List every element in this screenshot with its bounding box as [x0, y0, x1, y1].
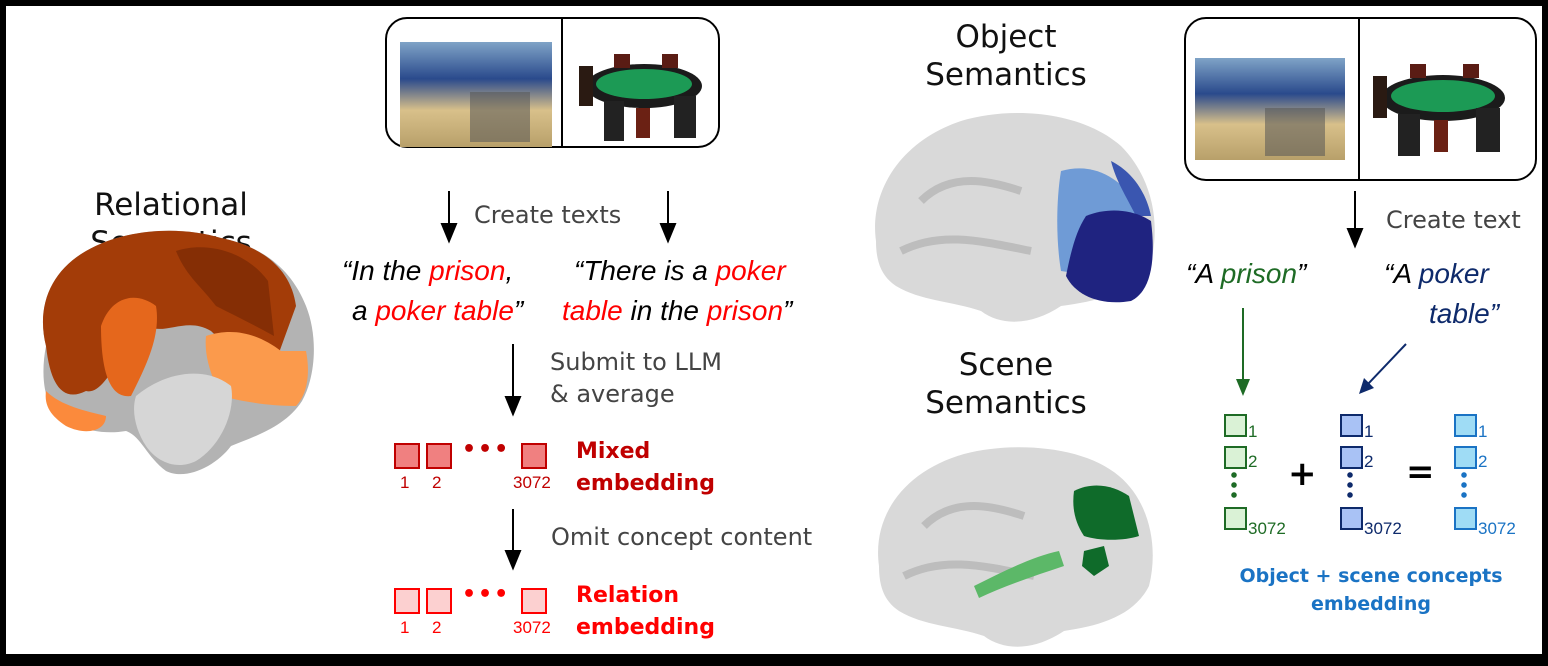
vector-cell	[1224, 414, 1247, 437]
prison-tables	[470, 92, 530, 142]
vector-cell	[1454, 446, 1477, 469]
plus-sign: +	[1288, 454, 1317, 494]
vertical-ellipsis	[1231, 470, 1237, 500]
brain-outline	[878, 447, 1153, 647]
ellipsis-dots: •••	[462, 582, 511, 607]
vector-cell	[394, 588, 420, 614]
index-label: 3072	[1478, 519, 1516, 538]
index-label: 3072	[1248, 519, 1286, 538]
index-label: 1	[1478, 422, 1488, 441]
arrow-head	[440, 223, 458, 244]
region-light-2	[45, 391, 106, 432]
equals-sign: =	[1406, 452, 1435, 492]
vector-cell	[521, 588, 547, 614]
index-label: 2	[432, 473, 442, 492]
object-concept-vector: 1 2 3072	[1340, 414, 1430, 544]
prison-tables	[1265, 108, 1325, 156]
index-label: 2	[1248, 452, 1258, 471]
arrow-head	[1359, 378, 1374, 394]
region-dark-green	[1073, 485, 1139, 540]
vector-cell	[1454, 414, 1477, 437]
vector-cell	[1340, 507, 1363, 530]
quote-poker-table: “A poker table”	[1384, 258, 1500, 329]
vector-cell	[521, 443, 547, 469]
submit-llm-label: Submit to LLM & average	[550, 348, 722, 408]
arrow-object	[1367, 343, 1407, 385]
sum-concept-vector: 1 2 3072	[1454, 414, 1544, 544]
poker-table-drawing	[1373, 64, 1505, 156]
vector-cell	[1454, 507, 1477, 530]
index-label: 3072	[1364, 519, 1402, 538]
title-line: Relational	[94, 187, 248, 223]
object-brain	[875, 113, 1155, 322]
index-label: 1	[1248, 422, 1258, 441]
vertical-ellipsis	[1461, 470, 1467, 500]
arrow-head	[504, 550, 522, 571]
temporal-gray	[134, 373, 232, 466]
scene-concept-vector: 1 2 3072	[1224, 414, 1314, 544]
relation-embedding-vector: ••• 1 2 3072	[394, 582, 569, 648]
omit-concept-label: Omit concept content	[551, 523, 813, 551]
vector-cell	[1224, 507, 1247, 530]
vector-cell	[1340, 446, 1363, 469]
ellipsis-dots: •••	[462, 437, 511, 462]
quote-prison: “A prison”	[1186, 258, 1307, 289]
image-divider	[561, 19, 563, 146]
index-label: 3072	[513, 473, 551, 492]
index-label: 3072	[513, 618, 551, 637]
index-label: 1	[400, 473, 410, 492]
vector-cell	[426, 588, 452, 614]
region-darker	[176, 247, 274, 336]
region-mid	[101, 297, 157, 397]
index-label: 1	[400, 618, 410, 637]
poker-table-photo	[1368, 56, 1513, 161]
region-mid-blue	[1111, 161, 1151, 216]
arrow-head	[1236, 379, 1250, 396]
mixed-embedding-vector: ••• 1 2 3072	[394, 437, 569, 503]
prison-photo	[400, 42, 552, 147]
object-scene-embedding-label: Object + scene concepts embedding	[1239, 565, 1503, 615]
scene-brain	[878, 447, 1153, 647]
vertical-ellipsis	[1347, 470, 1353, 500]
poker-table-photo	[574, 46, 709, 146]
index-label: 2	[1478, 452, 1488, 471]
index-label: 2	[432, 618, 442, 637]
vector-cell	[394, 443, 420, 469]
brain-gyri	[899, 177, 1032, 255]
region-light-green	[974, 551, 1064, 598]
relational-brain	[42, 230, 314, 475]
sentence-2: “There is a poker table in the prison”	[562, 255, 793, 326]
vector-cell	[426, 443, 452, 469]
region-dark-blue	[1066, 210, 1153, 303]
index-label: 1	[1364, 422, 1374, 441]
arrow-head	[659, 223, 677, 244]
figure-canvas: Relational Semantics Create texts	[6, 6, 1542, 654]
region-dark-green-2	[1082, 546, 1109, 576]
index-label: 2	[1364, 452, 1374, 471]
poker-table-drawing	[579, 54, 702, 141]
prison-photo	[1195, 58, 1345, 160]
image-divider	[1358, 19, 1360, 179]
vector-cell	[1224, 446, 1247, 469]
create-text-label: Create text	[1386, 206, 1521, 234]
sentence-1: “In the prison, a poker table”	[342, 255, 524, 326]
arrow-head	[1346, 228, 1364, 249]
create-texts-label: Create texts	[474, 201, 622, 229]
arrow-head	[504, 396, 522, 417]
vector-cell	[1340, 414, 1363, 437]
